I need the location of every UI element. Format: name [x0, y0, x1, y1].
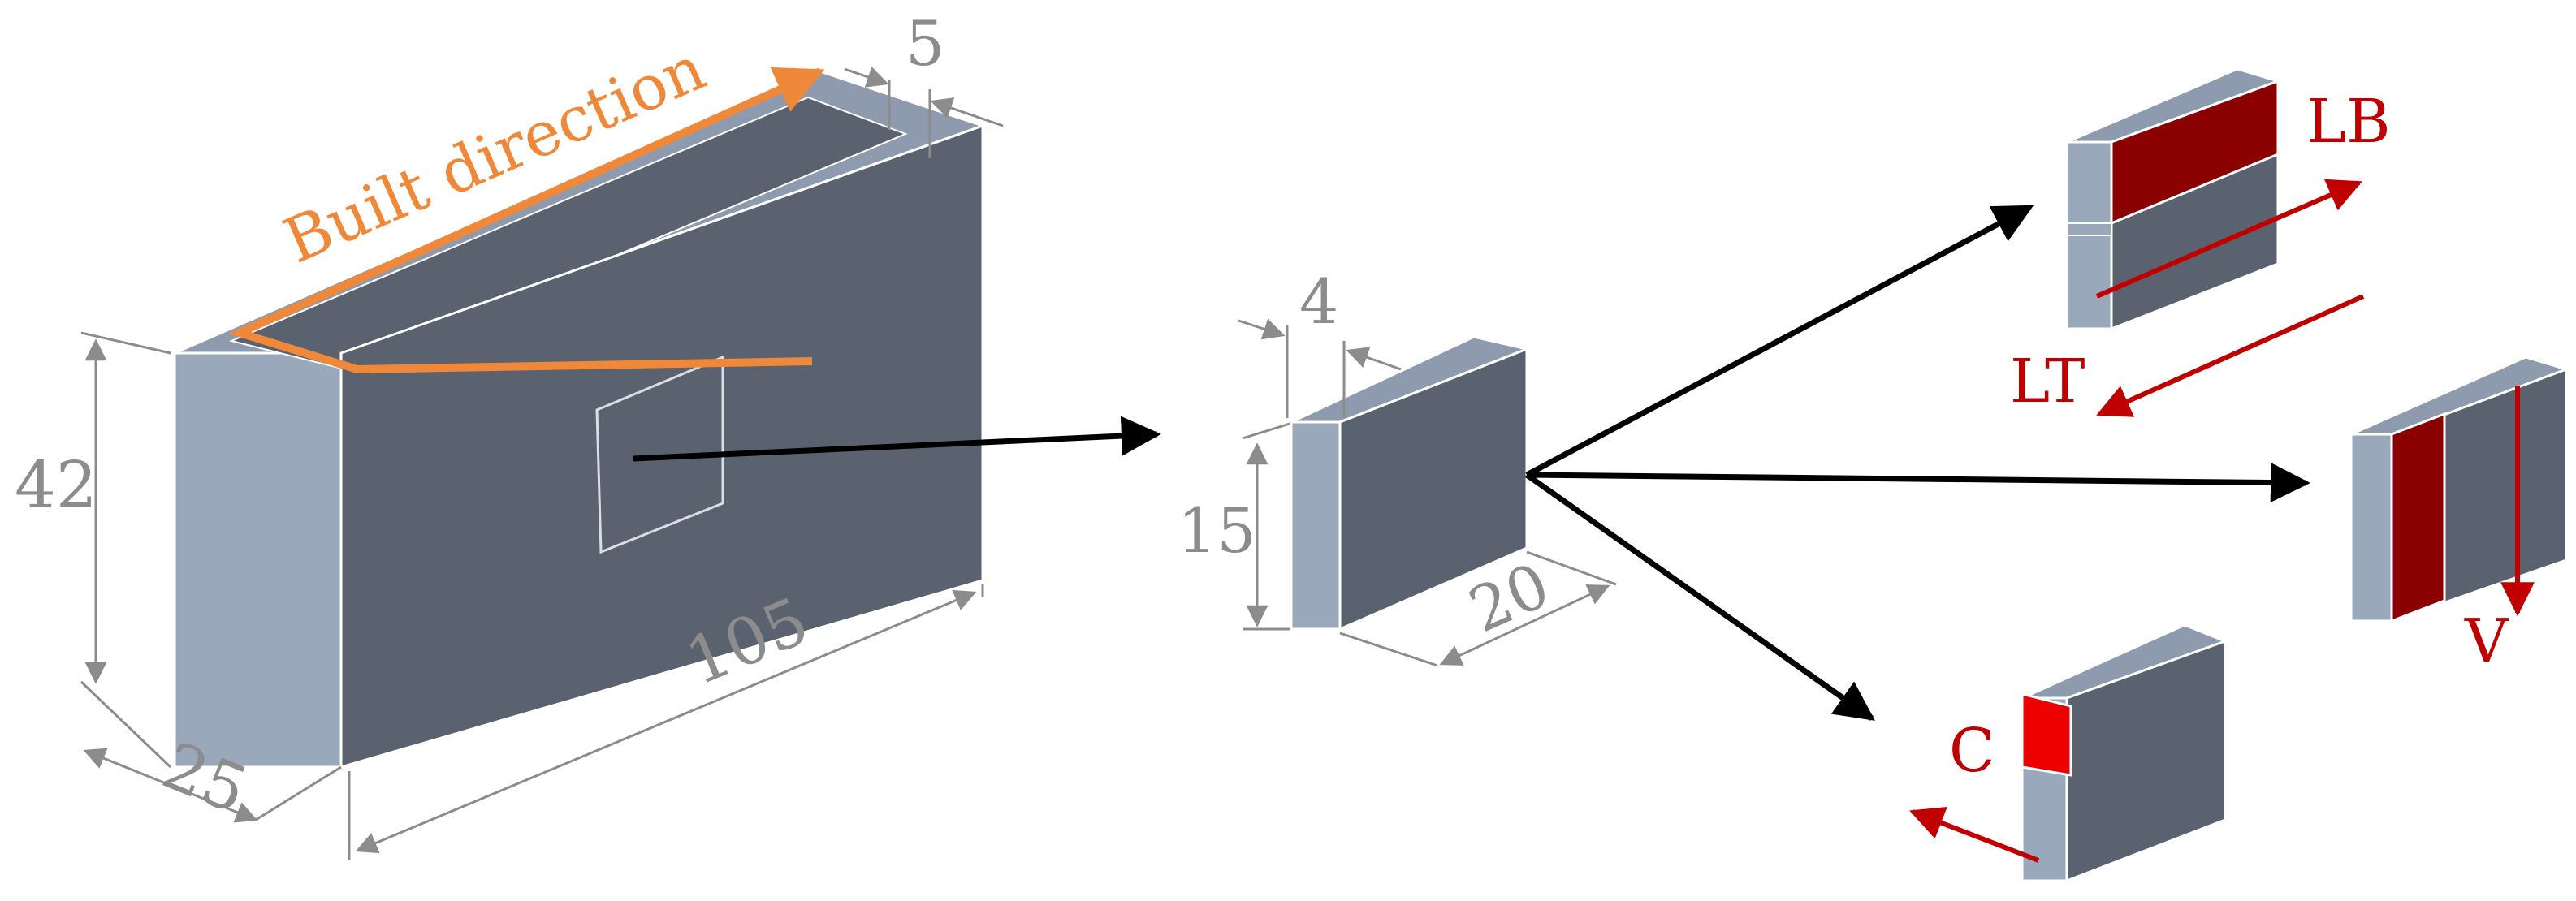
wall-thickness-dimension: 5 [844, 7, 1004, 158]
lt-label: LT [2010, 347, 2085, 416]
c-label: C [1949, 716, 1995, 786]
lt-arrow [2096, 294, 2365, 417]
arrow-to-lb-lt [1525, 204, 2034, 478]
arrow-to-v [1526, 463, 2310, 503]
specimen-thickness-dimension: 4 [1238, 265, 1402, 418]
v-left-face [2349, 433, 2393, 623]
specimen-front-face [1338, 347, 1528, 632]
specimen-left-face [1290, 420, 1342, 631]
c-specimen [2021, 623, 2229, 883]
wall-height-value: 42 [15, 447, 97, 523]
v-notch-face [2390, 412, 2446, 623]
specimen-height-dimension: 15 [1178, 422, 1290, 631]
extraction-window [595, 355, 724, 554]
specimen-thickness-value: 4 [1299, 265, 1338, 338]
c-notch-face [2021, 692, 2072, 777]
wall-left-face [173, 351, 343, 769]
v-label: V [2464, 606, 2509, 676]
arrow-to-c [1524, 472, 1876, 721]
build-direction-path [227, 67, 825, 374]
lb-label: LB [2306, 87, 2391, 157]
extraction-arrow [633, 416, 1161, 462]
c-arrow [1909, 807, 2040, 863]
wall-height-dimension: 42 [15, 331, 172, 769]
lb-arrow [2095, 179, 2362, 299]
c-front-face [2065, 639, 2227, 883]
v-specimen [2349, 356, 2570, 623]
lb-notch-face [2110, 79, 2280, 226]
wall-thickness-value: 5 [905, 7, 944, 80]
specimen-block [1290, 335, 1532, 632]
specimen-height-value: 15 [1178, 494, 1256, 567]
lb-notch-step [2066, 222, 2112, 236]
wall-top-slot [228, 96, 908, 371]
lb-lt-specimen [2065, 67, 2282, 331]
